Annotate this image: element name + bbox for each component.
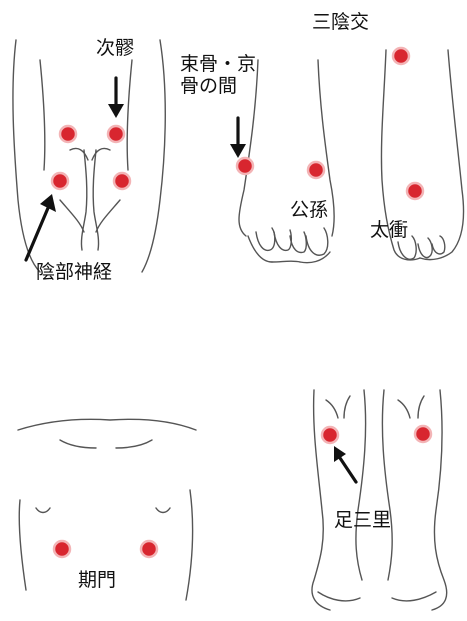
label-qimen: 期門	[78, 570, 116, 592]
arrow-down-metatarsal	[230, 118, 246, 158]
point-jiliao-right	[108, 126, 124, 142]
label-metatarsal-gap: 束骨・京 骨の間	[180, 54, 256, 98]
arrow-down-sacrum	[108, 78, 124, 118]
label-taichong: 太衝	[370, 220, 408, 242]
label-pudendal-nerve: 陰部神経	[36, 262, 112, 284]
label-sacrum-point: 次髎	[96, 38, 134, 60]
legs-sketch	[312, 390, 447, 610]
point-taichong	[407, 183, 423, 199]
acupoint-markers	[52, 48, 431, 557]
point-sanyinjiao	[393, 48, 409, 64]
label-gongsun: 公孫	[290, 200, 328, 222]
label-sanyinjiao: 三陰交	[312, 12, 369, 34]
arrow-up-pudendal	[26, 194, 56, 260]
point-qimen-left	[54, 541, 70, 557]
point-pudendal-left	[52, 173, 68, 189]
label-zusanli: 足三里	[334, 510, 391, 532]
arrow-up-zusanli	[334, 446, 356, 482]
point-zusanli-right	[415, 426, 431, 442]
point-gongsun	[308, 162, 324, 178]
point-qimen-right	[141, 541, 157, 557]
point-metatarsal	[237, 158, 253, 174]
point-jiliao-left	[60, 126, 76, 142]
point-pudendal-right	[114, 173, 130, 189]
point-zusanli-left	[322, 427, 338, 443]
